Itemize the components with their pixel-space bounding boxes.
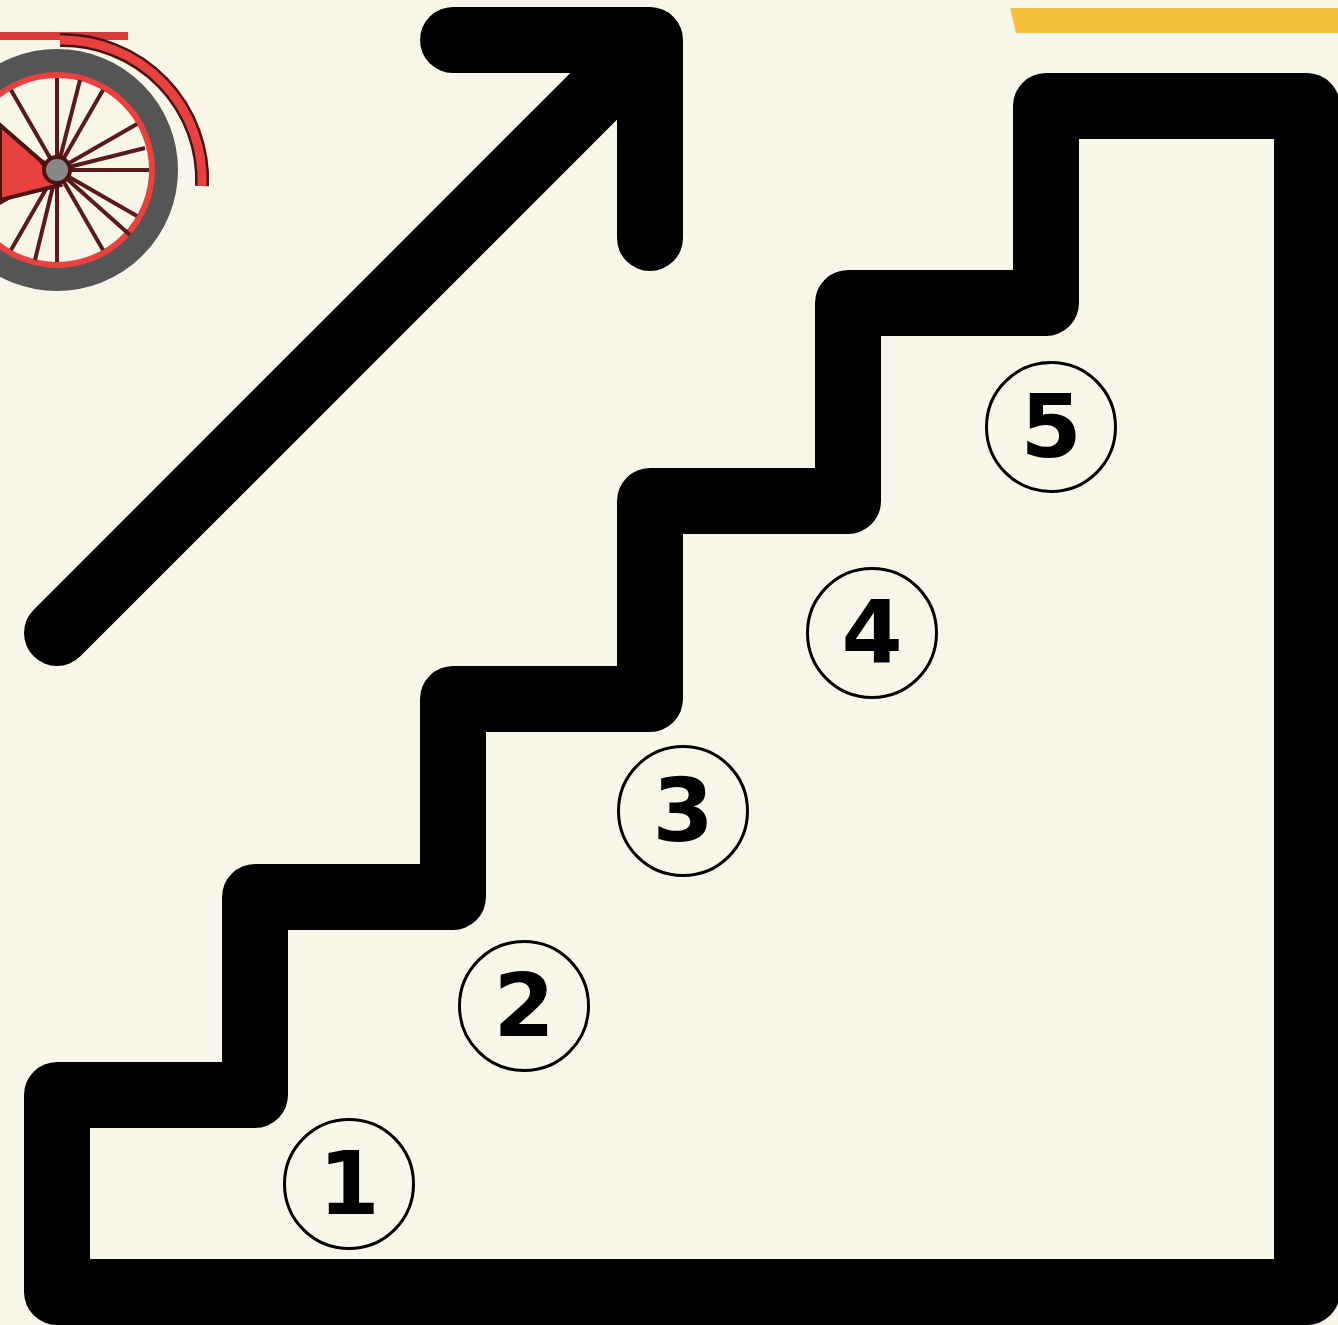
callout-number: 4 [806, 567, 938, 699]
bicycle-wheel [0, 36, 202, 278]
up-arrow [57, 40, 650, 633]
staircase-outline [57, 106, 1307, 1292]
yellow-bar [1010, 8, 1338, 33]
callout-number: 5 [985, 361, 1117, 493]
callout-number: 1 [283, 1118, 415, 1250]
callout-number: 2 [458, 940, 590, 1072]
callout-number: 3 [617, 745, 749, 877]
